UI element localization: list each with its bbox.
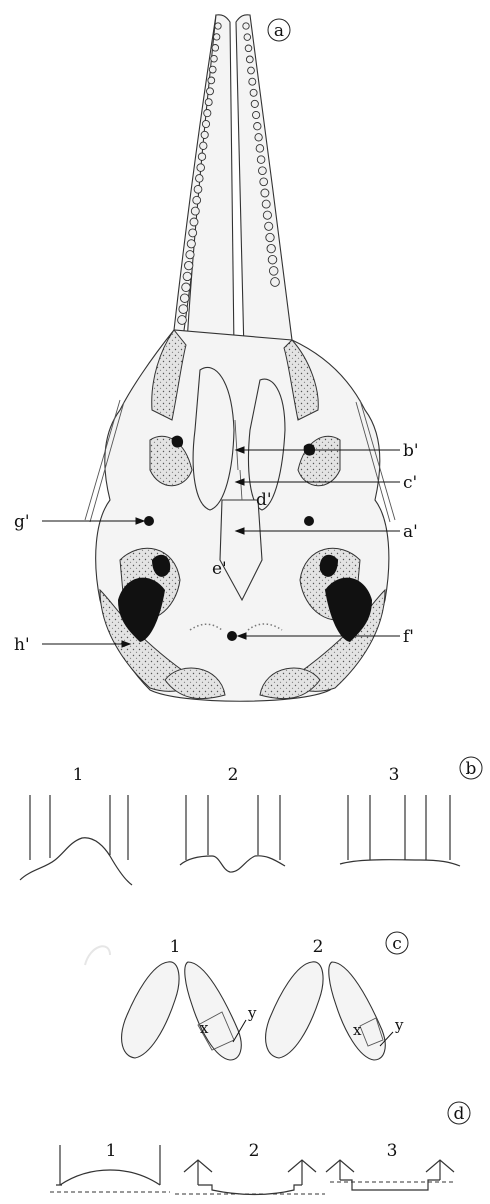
tooth-socket: [207, 88, 214, 95]
tooth-socket: [180, 294, 189, 303]
panel-b-label-1: 1: [73, 765, 84, 785]
tooth-socket: [178, 316, 187, 325]
tooth-socket: [259, 167, 267, 175]
tooth-socket: [244, 34, 251, 41]
tooth-socket: [198, 153, 205, 160]
c1-y: y: [247, 1004, 257, 1022]
tooth-socket: [197, 164, 205, 172]
tooth-socket: [269, 267, 278, 276]
tooth-socket: [248, 67, 255, 74]
b1-outline: [20, 795, 132, 885]
tooth-socket: [255, 134, 262, 141]
tooth-socket: [243, 23, 249, 29]
label-h: h': [14, 635, 30, 655]
tooth-socket: [193, 196, 201, 204]
panel-d-label-2: 2: [249, 1141, 260, 1161]
tooth-socket: [256, 145, 264, 153]
tooth-socket: [183, 272, 191, 280]
label-d: d': [256, 490, 272, 510]
tooth-socket: [209, 66, 216, 73]
panel-a: a: [14, 15, 419, 701]
foramen-g: [144, 516, 154, 526]
tooth-socket: [257, 156, 265, 164]
tooth-socket: [254, 123, 261, 130]
tooth-socket: [186, 251, 194, 259]
panel-d-badge: d: [454, 1104, 465, 1124]
tooth-socket: [250, 89, 257, 96]
d2-profile: [184, 1160, 316, 1195]
tooth-socket: [251, 100, 258, 107]
tooth-socket: [249, 78, 256, 85]
tooth-socket: [211, 55, 218, 62]
tooth-socket: [191, 207, 199, 215]
c2-right-pterygoid: [329, 962, 385, 1060]
panel-d-label-1: 1: [106, 1141, 117, 1161]
c1-right-pterygoid: [185, 962, 241, 1060]
tooth-socket: [204, 110, 211, 117]
tooth-socket: [265, 222, 273, 230]
panel-a-badge: a: [274, 21, 284, 41]
tooth-socket: [179, 305, 188, 314]
panel-b-badge: b: [466, 759, 477, 779]
label-f: f': [403, 627, 414, 647]
panel-c-label-1: 1: [170, 937, 181, 957]
tooth-socket: [194, 185, 202, 193]
tooth-socket: [263, 211, 271, 219]
panel-d: d 1 2 3: [50, 1102, 470, 1195]
tooth-socket: [215, 23, 221, 29]
b3-outline: [340, 795, 460, 866]
tooth-socket: [190, 218, 198, 226]
c2-y: y: [394, 1016, 404, 1034]
foramen-left-orbit: [172, 436, 183, 448]
tooth-socket: [202, 120, 209, 127]
d3-profile: [326, 1160, 454, 1190]
label-g: g': [14, 512, 30, 532]
label-b: b': [403, 441, 419, 461]
panel-b-label-3: 3: [389, 765, 400, 785]
label-c: c': [403, 473, 417, 493]
c2-left-pterygoid: [266, 962, 323, 1058]
tooth-socket: [182, 283, 191, 292]
label-a: a': [403, 522, 418, 542]
tooth-socket: [187, 240, 195, 248]
tooth-socket: [253, 111, 260, 118]
tooth-socket: [266, 233, 274, 241]
stray-mark: [85, 946, 110, 965]
tooth-socket: [208, 77, 215, 84]
tooth-socket: [260, 178, 268, 186]
tooth-socket: [246, 56, 253, 63]
b2-outline: [180, 795, 285, 872]
tooth-socket: [212, 45, 219, 52]
panel-b-label-2: 2: [228, 765, 239, 785]
c2-x: x: [353, 1021, 362, 1039]
c1-left-pterygoid: [122, 962, 179, 1058]
tooth-socket: [200, 142, 207, 149]
foramen-magnum-f: [227, 631, 237, 641]
panel-c-label-2: 2: [313, 937, 324, 957]
tooth-socket: [214, 34, 220, 40]
tooth-socket: [271, 278, 280, 287]
tooth-socket: [205, 99, 212, 106]
tooth-socket: [189, 229, 197, 237]
foramen-right-g: [304, 516, 314, 526]
tooth-socket: [245, 45, 252, 52]
panel-b: b 1 2 3: [20, 757, 482, 885]
tooth-socket: [267, 244, 275, 252]
tooth-socket: [261, 189, 269, 197]
panel-c-badge: c: [392, 934, 402, 954]
c1-x: x: [200, 1019, 209, 1037]
panel-d-label-3: 3: [387, 1141, 398, 1161]
tooth-socket: [262, 200, 270, 208]
tooth-socket: [268, 255, 277, 264]
tooth-socket: [185, 261, 193, 269]
tooth-socket: [196, 175, 204, 183]
panel-c: c 1 2 x y x y: [85, 932, 408, 1060]
tooth-socket: [201, 131, 208, 138]
label-e: e': [212, 559, 227, 579]
